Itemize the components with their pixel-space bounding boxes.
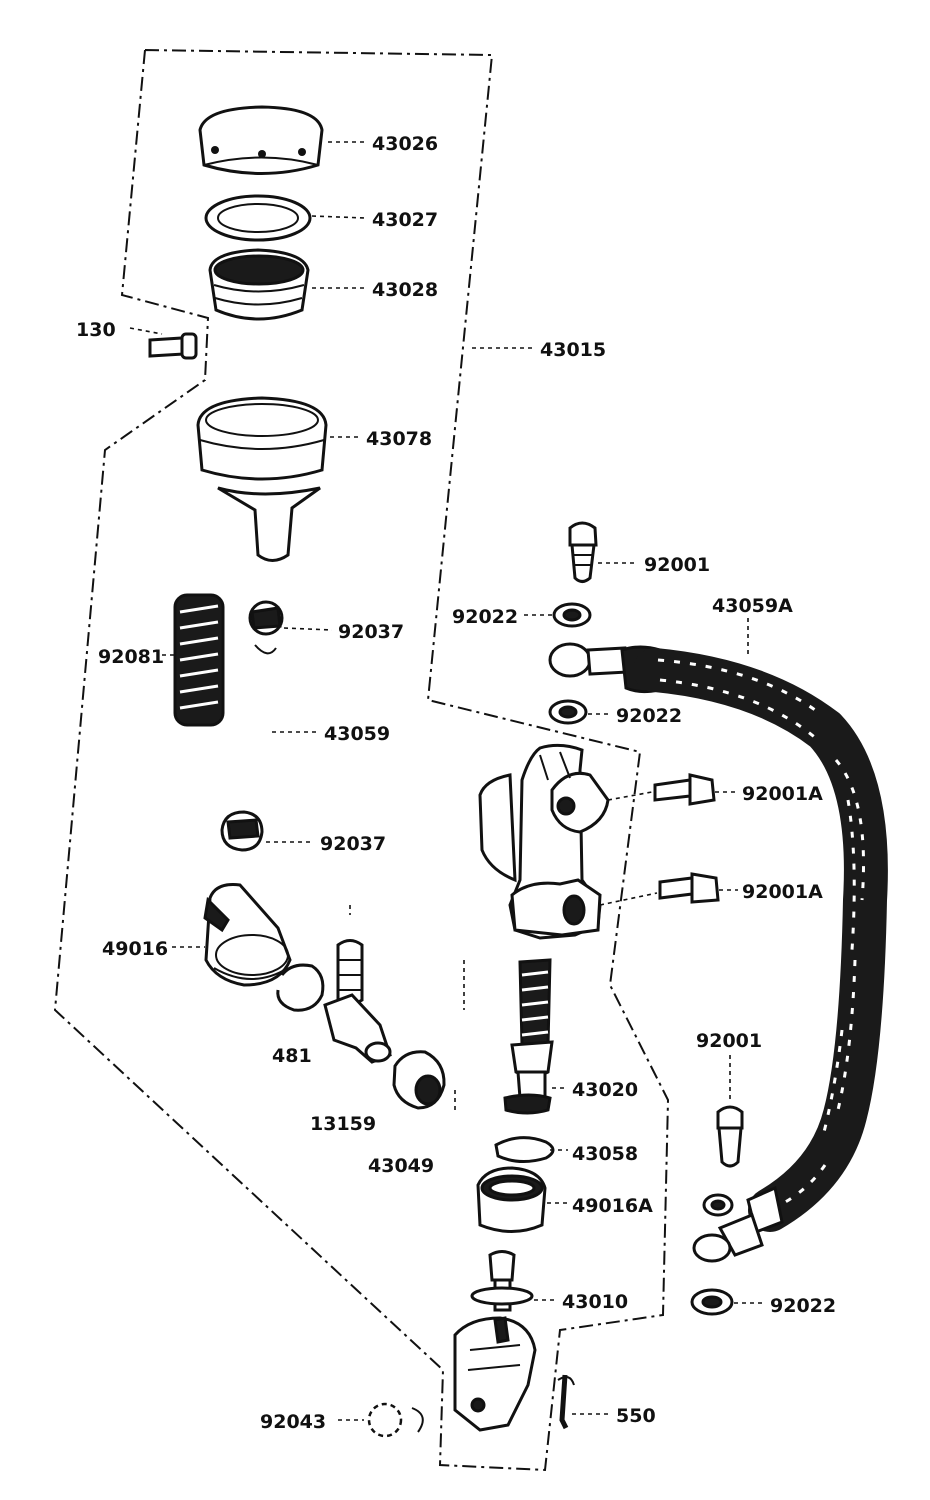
- upper-clip: [248, 600, 284, 655]
- label-550: 550: [616, 1405, 656, 1427]
- label-92022-b: 92022: [616, 705, 682, 727]
- sealing-washer-mid: [548, 699, 588, 725]
- sealing-washer-hose: [702, 1193, 734, 1217]
- assembly-boundary: [53, 48, 670, 1472]
- label-43026: 43026: [372, 133, 438, 155]
- label-43027: 43027: [372, 209, 438, 231]
- label-92081: 92081: [98, 646, 164, 668]
- push-rod: [323, 939, 392, 1064]
- label-43020: 43020: [572, 1079, 638, 1101]
- banjo-bolt-right: [716, 1105, 744, 1168]
- label-43028: 43028: [372, 279, 438, 301]
- label-43078: 43078: [366, 428, 432, 450]
- label-43010: 43010: [562, 1291, 628, 1313]
- label-49016a: 49016A: [572, 1195, 653, 1217]
- piston-boot: [476, 1166, 547, 1233]
- rear-push-rod: [470, 1250, 534, 1312]
- label-481: 481: [272, 1045, 312, 1067]
- label-92037-b: 92037: [320, 833, 386, 855]
- label-13159: 13159: [310, 1113, 376, 1135]
- label-130: 130: [76, 319, 116, 341]
- label-92001-top: 92001: [644, 554, 710, 576]
- cotter-clip: [367, 1402, 424, 1438]
- label-92022-c: 92022: [770, 1295, 836, 1317]
- diaphragm: [208, 248, 310, 321]
- circlip: [276, 963, 325, 1012]
- label-43049: 43049: [368, 1155, 434, 1177]
- dust-boot: [203, 883, 292, 987]
- label-43059a: 43059A: [712, 595, 793, 617]
- label-92043: 92043: [260, 1411, 326, 1433]
- clevis-pin: [557, 1374, 575, 1430]
- label-43015: 43015: [540, 339, 606, 361]
- label-43059: 43059: [324, 723, 390, 745]
- screw: [148, 332, 198, 360]
- label-92001a-2: 92001A: [742, 881, 823, 903]
- spring: [173, 593, 225, 727]
- reservoir-cap: [198, 105, 324, 175]
- diaphragm-plate: [204, 194, 312, 242]
- label-92001a-1: 92001A: [742, 783, 823, 805]
- banjo-bolt-upper: [653, 773, 716, 806]
- banjo-bolt-top: [568, 521, 598, 583]
- reservoir: [196, 396, 328, 562]
- brake-hose: [548, 642, 888, 1263]
- label-92022-a: 92022: [452, 606, 518, 628]
- master-cylinder-body: [478, 743, 610, 940]
- label-92001-right: 92001: [696, 1030, 762, 1052]
- label-43058: 43058: [572, 1143, 638, 1165]
- banjo-bolt-lower: [658, 872, 720, 904]
- clevis: [453, 1316, 537, 1432]
- piston-circlip: [494, 1136, 555, 1163]
- lock-nut: [392, 1050, 446, 1110]
- label-49016: 49016: [102, 938, 168, 960]
- sealing-washer-top: [552, 602, 592, 628]
- label-92037-a: 92037: [338, 621, 404, 643]
- sealing-washer-bottom: [690, 1288, 734, 1316]
- lower-clip: [220, 810, 264, 852]
- piston-assembly: [503, 958, 554, 1115]
